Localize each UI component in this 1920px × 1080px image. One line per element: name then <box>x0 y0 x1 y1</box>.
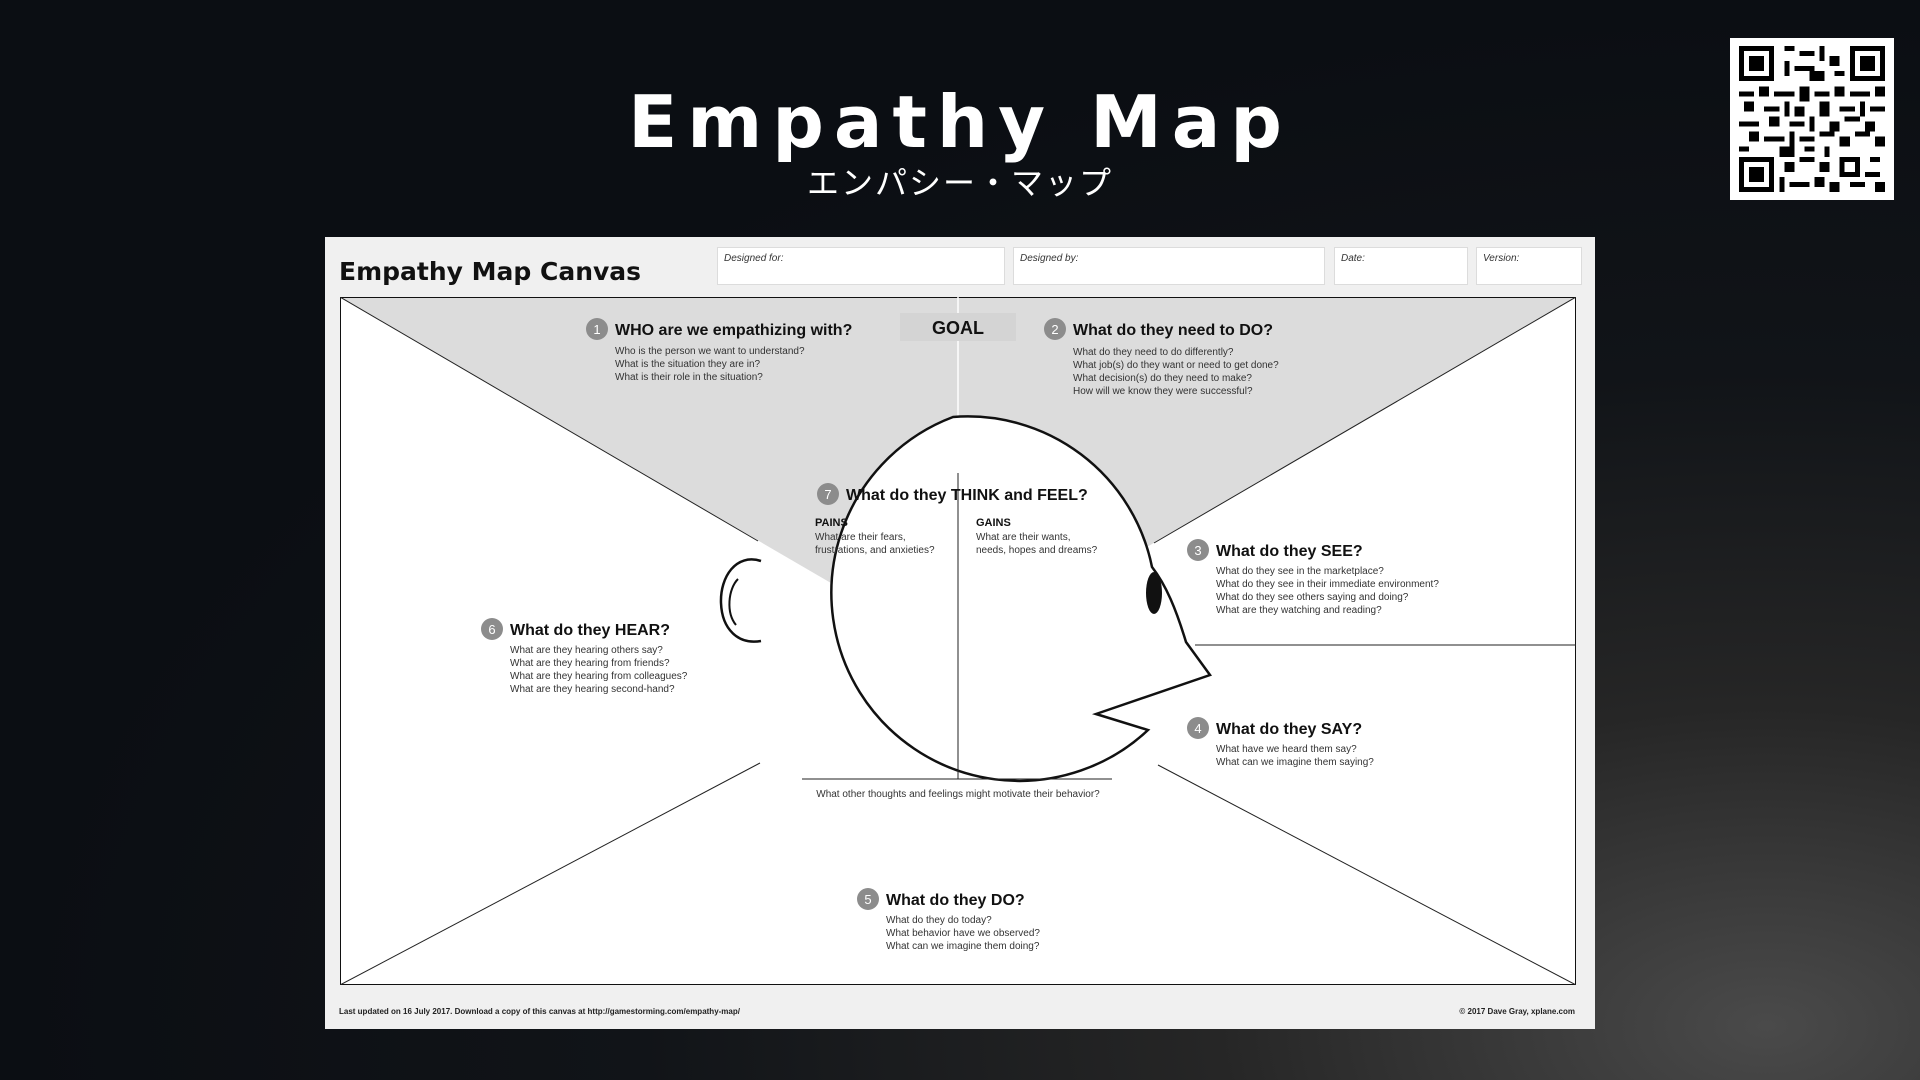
think-heading: What do they THINK and FEEL? <box>846 487 1088 504</box>
version-field[interactable]: Version: <box>1476 247 1582 285</box>
see-line: What do they see in their immediate envi… <box>1216 579 1439 590</box>
date-field[interactable]: Date: <box>1334 247 1468 285</box>
see-heading: What do they SEE? <box>1216 543 1363 560</box>
designed-for-label: Designed for: <box>724 253 783 264</box>
canvas-title: Empathy Map Canvas <box>339 257 641 286</box>
need-line: How will we know they were successful? <box>1073 386 1253 397</box>
date-label: Date: <box>1341 253 1365 264</box>
who-line: What is their role in the situation? <box>615 372 763 383</box>
see-line: What do they see in the marketplace? <box>1216 566 1384 577</box>
do-heading: What do they DO? <box>886 892 1025 909</box>
qr-code <box>1730 38 1894 200</box>
see-line: What do they see others saying and doing… <box>1216 592 1409 603</box>
designed-by-field[interactable]: Designed by: <box>1013 247 1325 285</box>
badge-1-number: 1 <box>593 322 600 337</box>
pains-line: What are their fears, <box>815 532 906 543</box>
eye <box>1146 572 1162 614</box>
canvas-footer-right: © 2017 Dave Gray, xplane.com <box>1459 1007 1575 1016</box>
need-line: What do they need to do differently? <box>1073 347 1234 358</box>
do-line: What can we imagine them doing? <box>886 941 1040 952</box>
slide-title: Empathy Map <box>0 80 1920 164</box>
do-line: What behavior have we observed? <box>886 928 1040 939</box>
say-line: What have we heard them say? <box>1216 744 1357 755</box>
empathy-map-diagram: GOAL 1 WHO are we empathizing with? Who … <box>340 297 1576 985</box>
version-label: Version: <box>1483 253 1519 264</box>
say-line: What can we imagine them saying? <box>1216 757 1374 768</box>
who-heading: WHO are we empathizing with? <box>615 322 852 339</box>
need-line: What decision(s) do they need to make? <box>1073 373 1252 384</box>
hear-line: What are they hearing others say? <box>510 645 663 656</box>
badge-5-number: 5 <box>864 892 871 907</box>
say-heading: What do they SAY? <box>1216 721 1362 738</box>
pains-line: frustrations, and anxieties? <box>815 545 935 556</box>
qr-code-pattern <box>1738 46 1886 192</box>
designed-by-label: Designed by: <box>1020 253 1078 264</box>
badge-6-number: 6 <box>488 622 495 637</box>
need-line: What job(s) do they want or need to get … <box>1073 360 1279 371</box>
empathy-map-canvas: Empathy Map Canvas Designed for: Designe… <box>325 237 1595 1029</box>
gains-line: What are their wants, <box>976 532 1070 543</box>
who-line: What is the situation they are in? <box>615 359 761 370</box>
see-line: What are they watching and reading? <box>1216 605 1382 616</box>
badge-4-number: 4 <box>1194 721 1201 736</box>
need-heading: What do they need to DO? <box>1073 322 1273 339</box>
badge-7-number: 7 <box>824 487 831 502</box>
badge-3-number: 3 <box>1194 543 1201 558</box>
hear-line: What are they hearing from colleagues? <box>510 671 688 682</box>
do-line: What do they do today? <box>886 915 992 926</box>
pains-label: PAINS <box>815 517 848 529</box>
hear-line: What are they hearing from friends? <box>510 658 670 669</box>
canvas-footer-left: Last updated on 16 July 2017. Download a… <box>339 1007 740 1016</box>
designed-for-field[interactable]: Designed for: <box>717 247 1005 285</box>
hear-heading: What do they HEAR? <box>510 622 670 639</box>
slide-subtitle: エンパシー・マップ <box>0 158 1920 204</box>
hear-line: What are they hearing second-hand? <box>510 684 675 695</box>
gains-label: GAINS <box>976 517 1011 529</box>
who-line: Who is the person we want to understand? <box>615 346 805 357</box>
goal-label: GOAL <box>932 318 984 338</box>
gains-line: needs, hopes and dreams? <box>976 545 1098 556</box>
think-bottom-text: What other thoughts and feelings might m… <box>816 789 1100 800</box>
badge-2-number: 2 <box>1051 322 1058 337</box>
